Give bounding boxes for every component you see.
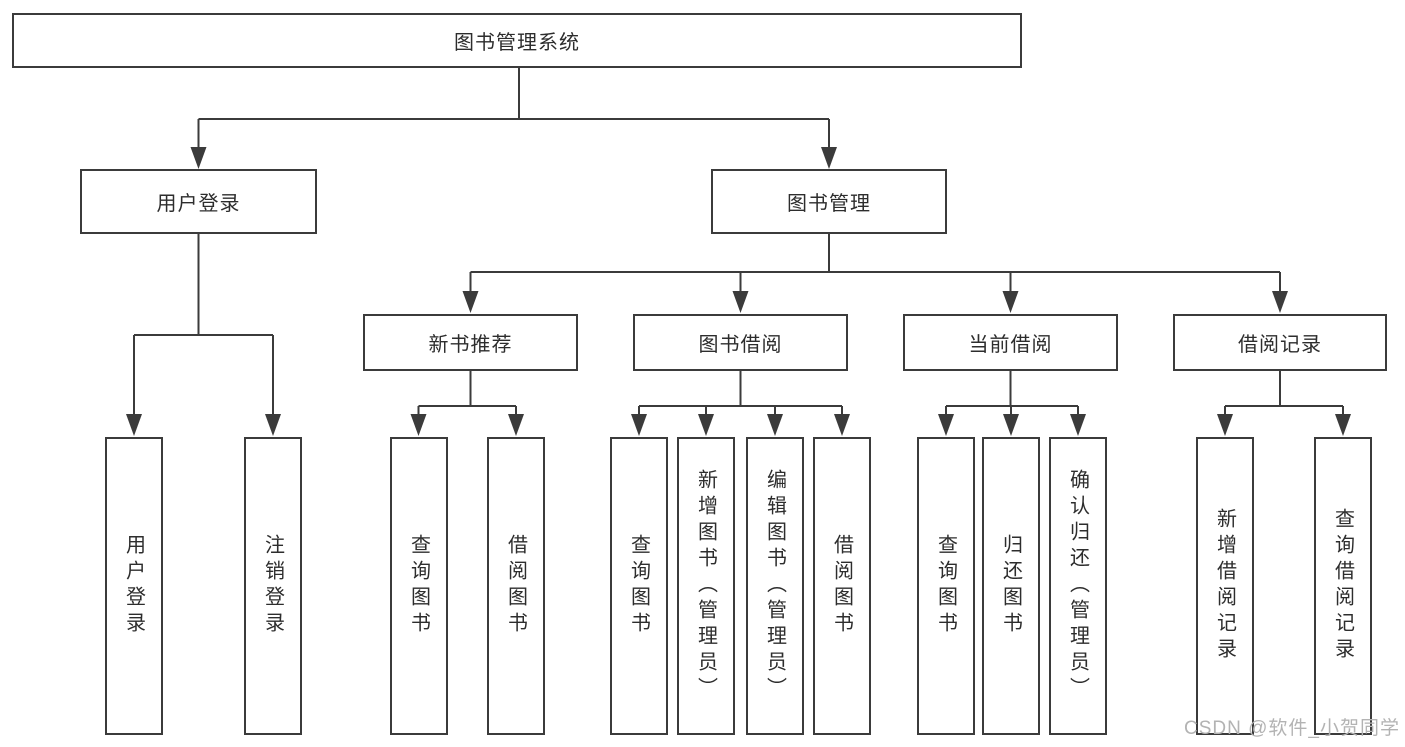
node-borrowing-records-label: 借阅记录 [1238,334,1322,356]
node-borrowing-records: 借阅记录 [1173,314,1387,371]
arrowheads-borrowing-records-leaves [1217,414,1351,436]
leaf-user-login-label: 用户登录 [122,534,145,638]
arrowheads-level3 [462,291,1288,313]
node-current-borrowing-label: 当前借阅 [968,334,1053,356]
leaf-confirm-return-admin-label: 确认归还（管理员） [1066,469,1089,703]
connector-book-borrowing-to-leaves [638,371,843,417]
leaf-return-books: 归还图书 [982,437,1040,735]
connector-current-borrowing-to-leaves [945,371,1079,417]
node-user-login: 用户登录 [80,169,317,234]
leaf-query-borrow-record-label: 查询借阅记录 [1331,508,1354,664]
node-root: 图书管理系统 [12,13,1022,68]
node-new-book-recommendation: 新书推荐 [363,314,578,371]
node-current-borrowing: 当前借阅 [903,314,1118,371]
leaf-logout: 注销登录 [244,437,302,735]
leaf-user-login: 用户登录 [105,437,163,735]
leaf-borrow-books-borrowing: 借阅图书 [813,437,871,735]
leaf-query-borrow-record: 查询借阅记录 [1314,437,1372,735]
arrowheads-new-book-leaves [410,414,524,436]
leaf-return-books-label: 归还图书 [999,534,1022,638]
arrowheads-level2 [190,147,837,169]
leaf-query-books-borrowing: 查询图书 [610,437,668,735]
node-book-management: 图书管理 [711,169,947,234]
leaf-add-books-admin-label: 新增图书（管理员） [694,469,717,703]
leaf-confirm-return-admin: 确认归还（管理员） [1049,437,1107,735]
arrowheads-current-borrowing-leaves [938,414,1086,436]
leaf-query-books-borrowing-label: 查询图书 [627,534,650,638]
node-book-management-label: 图书管理 [787,193,871,215]
leaf-add-books-admin: 新增图书（管理员） [677,437,735,735]
leaf-add-borrow-record: 新增借阅记录 [1196,437,1254,735]
connector-root-to-level2 [197,67,830,150]
connector-book-management-to-level3 [469,234,1281,295]
node-book-borrowing: 图书借阅 [633,314,848,371]
node-book-borrowing-label: 图书借阅 [698,334,783,356]
leaf-query-books-current-label: 查询图书 [934,534,957,638]
leaf-borrow-books-newbook: 借阅图书 [487,437,545,735]
connector-user-login-to-leaves [133,234,274,417]
leaf-edit-books-admin: 编辑图书（管理员） [746,437,804,735]
node-root-label: 图书管理系统 [454,32,580,54]
leaf-logout-label: 注销登录 [261,534,284,638]
connector-new-book-to-leaves [417,371,517,417]
leaf-borrow-books-newbook-label: 借阅图书 [504,534,527,638]
leaf-borrow-books-borrowing-label: 借阅图书 [830,534,853,638]
arrowheads-user-login-leaves [126,414,281,436]
leaf-add-borrow-record-label: 新增借阅记录 [1213,508,1236,664]
csdn-watermark: CSDN @软件_小贺同学 [1184,718,1400,739]
arrowheads-book-borrowing-leaves [631,414,850,436]
leaf-query-books-newbook-label: 查询图书 [407,534,430,638]
leaf-query-books-newbook: 查询图书 [390,437,448,735]
node-user-login-label: 用户登录 [156,193,241,215]
node-new-book-recommendation-label: 新书推荐 [428,334,513,356]
leaf-query-books-current: 查询图书 [917,437,975,735]
leaf-edit-books-admin-label: 编辑图书（管理员） [763,469,786,703]
connector-borrowing-records-to-leaves [1224,371,1344,417]
